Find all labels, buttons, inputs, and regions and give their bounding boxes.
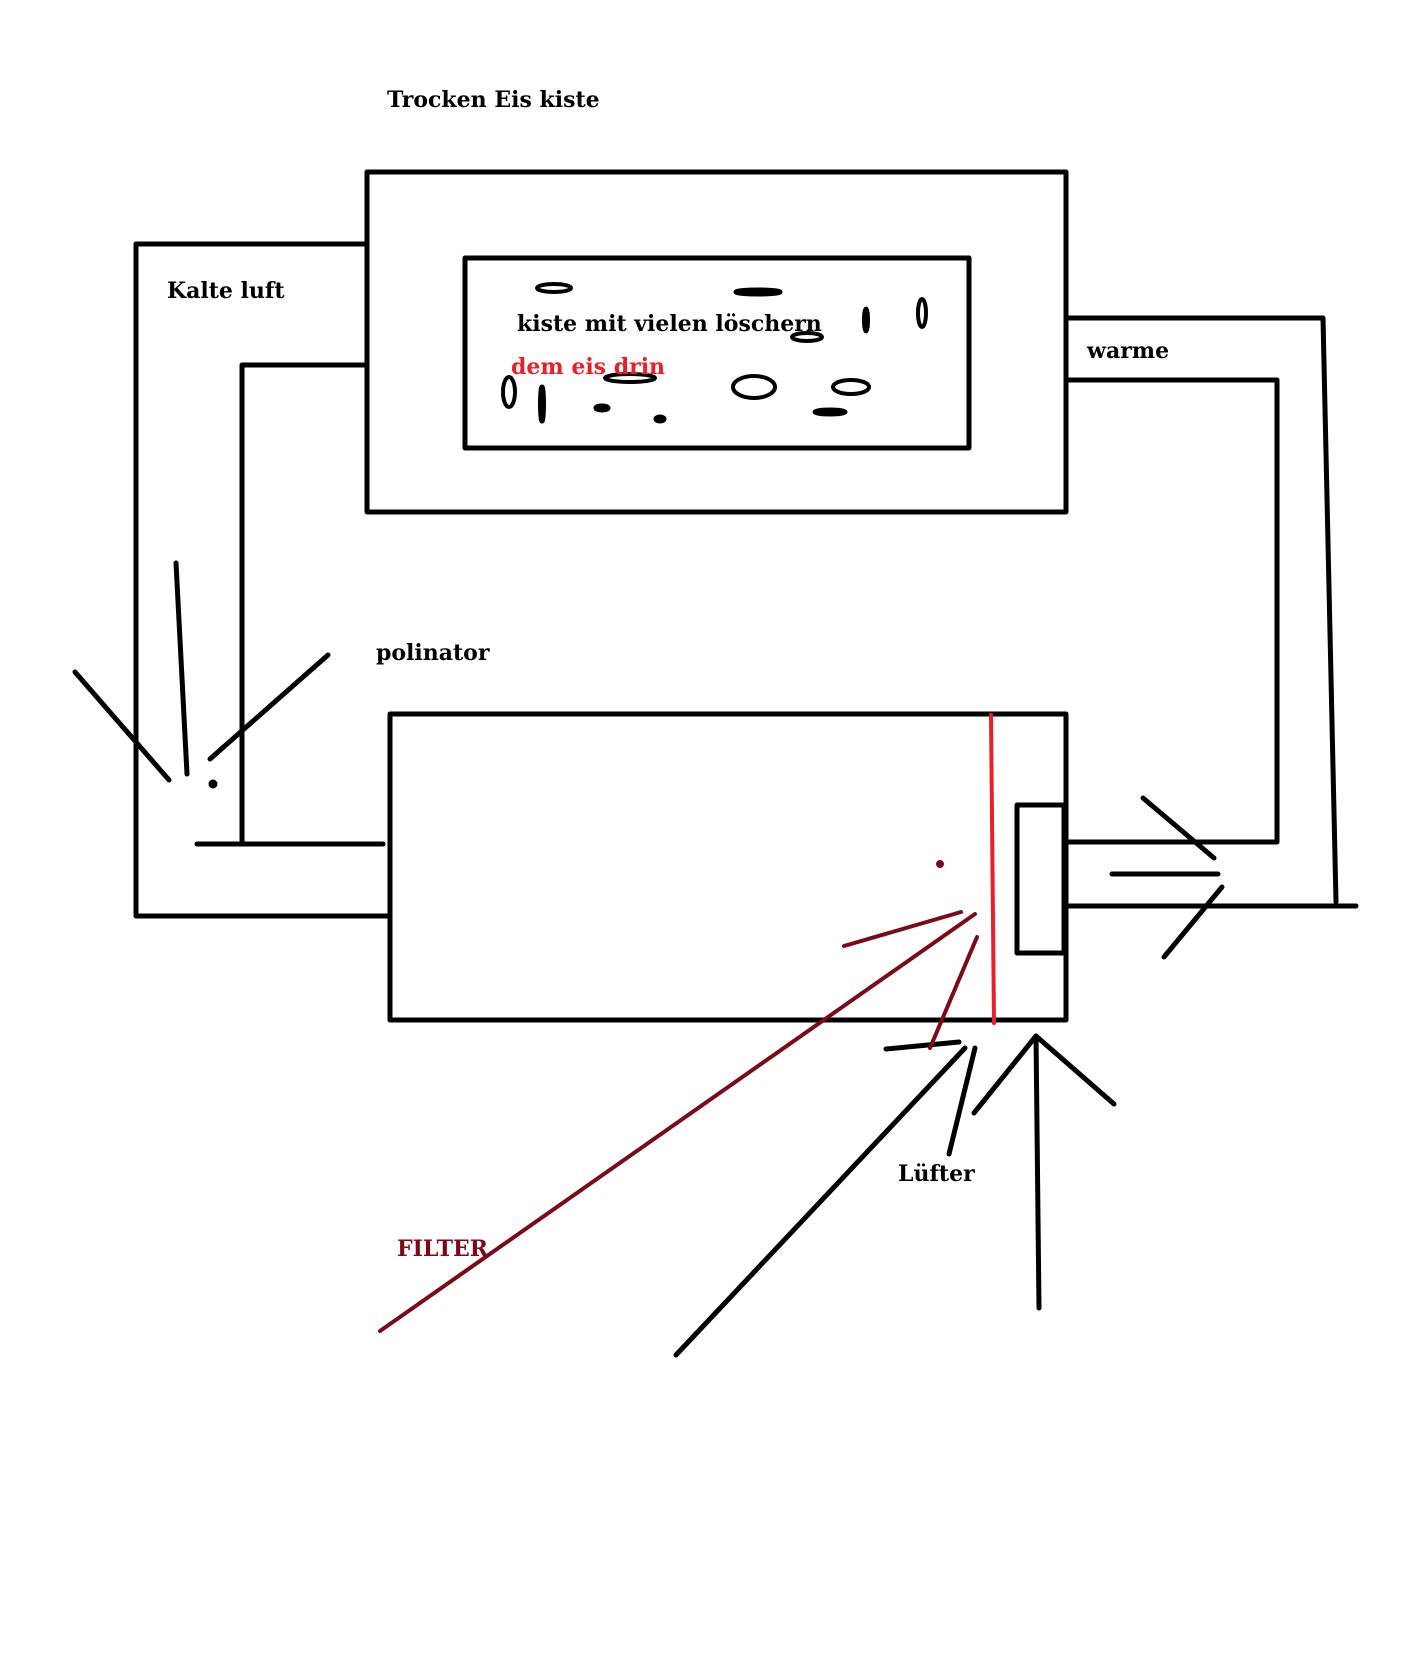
cold-air-outflow-marks [72,560,331,789]
dry-ice-box-outer [364,169,1069,515]
ice-box-holes [501,282,928,424]
warm-air-arrow [1109,795,1225,960]
hole [733,287,783,297]
hole [653,414,667,424]
warm-air-duct-outer [1065,315,1339,905]
title-label: Trocken Eis kiste [387,87,600,113]
cold-air-label: Kalte luft [167,278,285,304]
cold-air-duct-outer [133,241,391,919]
hole [731,374,777,400]
polinator-box [387,711,1069,1023]
hole [593,403,611,413]
fan-housing [1014,802,1067,956]
hole [535,282,573,294]
fan-intake-arrow [971,1033,1117,1311]
filter-pointer-lines [378,860,979,1333]
polinator-label: polinator [376,640,490,666]
cold-air-duct-inner [239,362,370,847]
filter-label: FILTER [397,1236,489,1262]
hole [831,378,871,396]
warm-air-duct-inner [1065,377,1280,845]
filter-line [989,713,996,1025]
warm-label: warme [1087,338,1170,364]
hole [603,372,657,384]
hole [790,331,824,343]
hole [916,297,928,329]
fan-pointer-lines [673,1039,978,1358]
ice-inside-label: dem eis drin [511,354,666,380]
dry-ice-box-inner [462,255,972,451]
inner-box-label: kiste mit vielen löschern [517,311,822,337]
fan-label: Lüfter [898,1161,975,1187]
hole [862,306,870,334]
hole [812,407,848,417]
hole [501,375,517,409]
hole [538,384,546,424]
